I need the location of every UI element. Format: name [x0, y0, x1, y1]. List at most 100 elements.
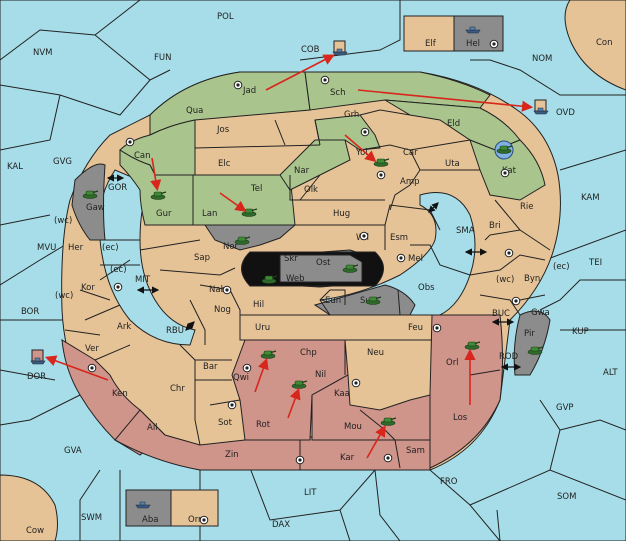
label-gur: Gur	[156, 209, 172, 219]
label-qua: Qua	[186, 106, 203, 116]
supply-center-icon	[199, 515, 209, 525]
label-lan: Lan	[202, 209, 217, 219]
label-bri: Bri	[489, 221, 501, 231]
label-gaw: Gaw	[86, 203, 105, 213]
label-sch: Sch	[330, 88, 345, 98]
region-elf[interactable]	[403, 15, 455, 52]
label-ail: Ail	[147, 423, 158, 433]
region-orl-los[interactable]	[429, 314, 503, 469]
label-nil: Nil	[315, 370, 326, 380]
supply-center-icon	[432, 323, 442, 333]
label-ver: Ver	[85, 344, 99, 354]
label-bar: Bar	[203, 362, 218, 372]
order-arrow	[287, 387, 301, 419]
region-con[interactable]	[564, 0, 626, 91]
supply-center-icon	[233, 80, 243, 90]
supply-center-icon	[87, 363, 97, 373]
supply-center-icon	[511, 296, 521, 306]
passage-sma-arrow	[428, 202, 439, 213]
label-car: Car	[403, 148, 418, 158]
label-pol: POL	[217, 12, 234, 22]
label-ken: Ken	[112, 389, 128, 399]
label-mvu: MVU	[37, 243, 56, 253]
label-zin: Zin	[225, 450, 239, 460]
order-arrow	[265, 54, 335, 91]
label-ec-byn: (ec)	[553, 262, 570, 272]
label-eld: Eld	[447, 119, 460, 129]
label-ost: Ost	[316, 258, 331, 268]
label-nor: Nor	[223, 242, 239, 252]
supply-center-icon	[376, 170, 386, 180]
label-web: Web	[286, 274, 305, 284]
label-jad: Jad	[242, 86, 256, 96]
label-mou: Mou	[344, 422, 362, 432]
label-feu: Feu	[408, 323, 423, 333]
supply-center-icon	[360, 127, 370, 137]
region-gaw[interactable]	[71, 163, 106, 241]
label-orl: Orl	[446, 358, 459, 368]
label-grh: Grh	[344, 110, 359, 120]
label-nom: NOM	[532, 54, 552, 64]
supply-center-icon	[113, 282, 123, 292]
supply-center-icon	[489, 39, 499, 49]
supply-centers	[87, 39, 521, 525]
region-eld[interactable]	[384, 99, 521, 151]
label-bor: BOR	[21, 307, 39, 317]
label-tel: Tel	[250, 184, 262, 194]
order-arrow	[357, 89, 534, 112]
label-los: Los	[453, 413, 468, 423]
order-arrows	[44, 54, 534, 459]
label-nvm: NVM	[33, 48, 53, 58]
label-can: Can	[134, 151, 151, 161]
region-cow[interactable]	[0, 474, 58, 541]
label-nog: Nog	[214, 305, 231, 315]
label-chp: Chp	[300, 348, 317, 358]
supply-center-icon	[504, 248, 514, 258]
interior-borders	[64, 109, 551, 470]
supply-center-icon	[383, 453, 393, 463]
supply-center-icon	[500, 168, 510, 178]
label-sma: SMA	[456, 226, 475, 236]
region-sun[interactable]	[313, 284, 416, 316]
supply-center-icon	[359, 231, 369, 241]
label-ark: Ark	[117, 322, 131, 332]
label-hil: Hil	[253, 300, 264, 310]
supply-center-icon	[351, 378, 361, 388]
order-arrow	[344, 134, 377, 163]
supply-center-icon	[222, 285, 232, 295]
label-orn: Orn	[188, 515, 203, 525]
label-ec-her: (ec)	[102, 243, 119, 253]
order-arrow	[150, 157, 162, 192]
label-fun: FUN	[154, 53, 171, 63]
label-gva: GVA	[64, 446, 82, 456]
region-web-ost-inner[interactable]	[279, 254, 363, 283]
supply-center-icon	[320, 75, 330, 85]
label-qwi: Qwi	[233, 373, 249, 383]
label-jos: Jos	[216, 125, 230, 135]
label-con: Con	[596, 38, 613, 48]
region-orn[interactable]	[170, 489, 219, 527]
sea-labels: POL NVM FUN COB NOM OVD KAL GVG GOR (wc)…	[7, 12, 618, 530]
label-aba: Aba	[142, 515, 158, 525]
label-byn: Byn	[524, 274, 540, 284]
label-dor: DOR	[27, 372, 46, 382]
region-aba[interactable]	[125, 489, 172, 527]
label-ovd: OVD	[556, 108, 575, 118]
supply-center-icon	[227, 400, 237, 410]
label-nar: Nar	[294, 166, 310, 176]
label-kaa: Kaa	[334, 389, 350, 399]
label-dax: DAX	[272, 520, 290, 530]
label-wc-kor: (wc)	[55, 291, 73, 301]
label-kam: KAM	[581, 193, 600, 203]
label-cow: Cow	[26, 526, 44, 536]
label-rot: Rot	[256, 420, 271, 430]
label-olk: Olk	[304, 185, 318, 195]
region-mou[interactable]	[311, 374, 431, 441]
supply-center-icon	[125, 137, 135, 147]
label-gor: GOR	[108, 183, 127, 193]
region-nar[interactable]	[279, 139, 351, 191]
label-kat: Kat	[502, 166, 517, 176]
label-her: Her	[68, 243, 84, 253]
